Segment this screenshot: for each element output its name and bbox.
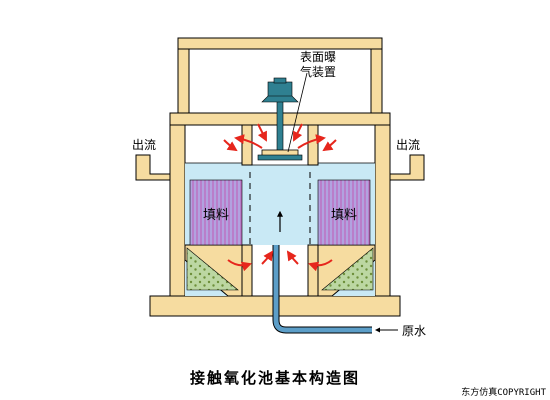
gravel-left [186, 247, 239, 291]
outflow-left-label: 出流 [132, 138, 157, 152]
fill-media-right [317, 179, 371, 246]
flow-arrows [223, 123, 337, 272]
aerator-label-pointer [287, 72, 308, 153]
contact-oxidation-tank-diagram [135, 37, 425, 334]
outflow-right-label: 出流 [396, 138, 421, 152]
fill-left-label: 填料 [203, 208, 230, 223]
aerator-label-line1: 表面曝 [300, 50, 337, 64]
gravel-right [321, 247, 374, 291]
copyright-notice: 东方仿真COPYRIGHT [461, 388, 546, 398]
water-center-chamber [250, 165, 310, 245]
raw-water-pipe [272, 245, 372, 334]
fill-right-label: 填料 [331, 208, 358, 223]
fill-media-left [189, 179, 243, 246]
raw-water-label: 原水 [402, 324, 427, 338]
diagram-caption: 接触氧化池基本构造图 [189, 369, 360, 387]
draft-tube-boundary [249, 172, 311, 245]
aerator-label-line2: 气装置 [300, 65, 337, 79]
surface-aerator [257, 77, 303, 161]
